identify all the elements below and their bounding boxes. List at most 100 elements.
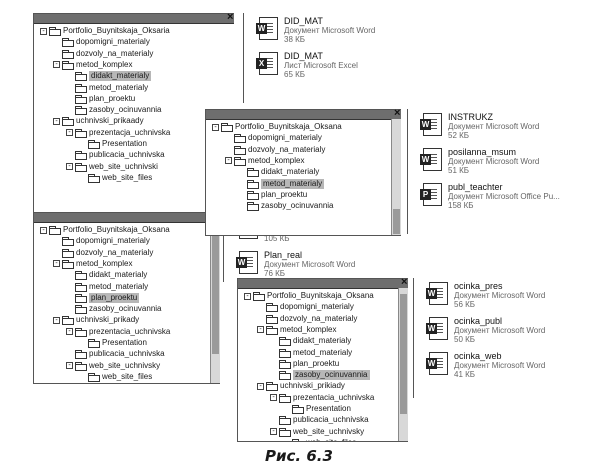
collapse-toggle-icon[interactable]: -: [270, 428, 277, 436]
tree-node[interactable]: dozvoly_na_materialy: [225, 145, 325, 155]
tree-node[interactable]: didakt_materialy: [66, 270, 147, 281]
tree-node[interactable]: -uchnivski_prikady: [53, 315, 139, 326]
tree-node[interactable]: -uchnivski_prikiady: [257, 381, 345, 392]
tree-node[interactable]: web_site_files: [283, 438, 356, 441]
folder-icon: [234, 134, 246, 144]
tree-node[interactable]: web_site_files: [79, 173, 152, 183]
vertical-scrollbar[interactable]: [210, 222, 220, 383]
collapse-toggle-icon[interactable]: -: [40, 226, 47, 234]
tree-node[interactable]: -metod_komplex: [53, 259, 132, 269]
collapse-toggle-icon[interactable]: -: [53, 260, 60, 268]
document-icon: W: [256, 17, 278, 40]
tree-spacer: [270, 360, 277, 367]
tree-node[interactable]: zasoby_ocinuvannia: [238, 201, 334, 212]
tree-node[interactable]: -metod_komplex: [53, 60, 132, 70]
tree-node[interactable]: zasoby_ocinuvannia: [66, 105, 162, 116]
collapse-toggle-icon[interactable]: -: [66, 362, 73, 370]
tree-node[interactable]: -Portfolio_Buynitskaja_Oksana: [40, 225, 170, 235]
tree-node-label: web_site_uchnivsky: [293, 426, 365, 436]
tree-node-label: Portfolio_Buynitskaja_Oksaria: [63, 26, 170, 35]
file-name: ocinka_pres: [454, 281, 503, 291]
tree-spacer: [66, 306, 73, 313]
tree-node[interactable]: publicacia_uchnivska: [66, 349, 165, 360]
collapse-toggle-icon[interactable]: -: [66, 328, 73, 336]
tree-node[interactable]: -prezentacja_uchnivska: [66, 128, 170, 138]
tree-node-label: didakt_materialy: [89, 71, 152, 82]
tree-node[interactable]: -Portfolio_Buynitskaja_Oksana: [212, 122, 342, 132]
tree-node[interactable]: metod_materialy: [270, 348, 352, 358]
file-name: INSTRUKZ: [448, 112, 493, 122]
close-icon[interactable]: ×: [394, 107, 401, 119]
tree-node[interactable]: plan_proektu: [66, 292, 140, 303]
tree-node[interactable]: - Portfolio_Buynitskaja_Oksaria: [40, 26, 170, 36]
tree-node[interactable]: didakt_materialy: [270, 336, 351, 347]
tree-node[interactable]: - web_site_uchnivsky: [270, 427, 364, 437]
tree-node[interactable]: -metod_komplex: [225, 156, 304, 166]
collapse-toggle-icon[interactable]: -: [270, 394, 277, 402]
close-icon[interactable]: ×: [227, 11, 234, 23]
tree-node[interactable]: zasoby_ocinuvannia: [270, 370, 370, 381]
collapse-toggle-icon[interactable]: -: [257, 382, 264, 390]
tree-node[interactable]: -web_site_uchnivski: [66, 162, 158, 172]
tree-node[interactable]: -metod_komplex: [257, 325, 336, 335]
tree-spacer: [79, 141, 86, 148]
tree-node[interactable]: dopomigni_materialy: [225, 133, 322, 144]
tree-node[interactable]: dozvoly_na_materialy: [257, 314, 357, 324]
tree-node[interactable]: web_site_files: [79, 372, 152, 382]
tree-node[interactable]: publicacia_uchnivska: [66, 150, 165, 161]
tree-node[interactable]: plan_proektu: [270, 359, 339, 369]
file-size: 105 КБ: [264, 234, 290, 243]
vertical-scrollbar[interactable]: [398, 288, 408, 441]
tree-node[interactable]: publicacia_uchnivska: [270, 415, 369, 426]
folder-icon: [279, 348, 291, 358]
tree-node[interactable]: dozvoly_na_materialy: [53, 49, 153, 59]
folder-icon: [62, 316, 74, 326]
tree-node[interactable]: dopomigni_materialy: [257, 302, 354, 313]
file-type: Документ Microsoft Office Pu...: [448, 192, 560, 201]
collapse-toggle-icon[interactable]: -: [53, 117, 60, 125]
tree-node[interactable]: dozvoly_na_materialy: [53, 248, 153, 258]
tree-node[interactable]: dopomigni_materialy: [53, 37, 150, 48]
tree-node[interactable]: didakt_materialy: [66, 71, 152, 82]
tree-node[interactable]: Presentation: [283, 404, 351, 414]
collapse-toggle-icon[interactable]: -: [244, 292, 251, 300]
collapse-toggle-icon[interactable]: -: [53, 61, 60, 69]
folder-icon: [266, 314, 278, 324]
tree-node-label: dozvoly_na_materialy: [280, 313, 358, 323]
collapse-toggle-icon[interactable]: -: [66, 129, 73, 137]
collapse-toggle-icon[interactable]: -: [225, 157, 232, 165]
tree-node[interactable]: -prezentacia_uchnivska: [270, 393, 374, 403]
tree-node[interactable]: -uchnivski_prikaady: [53, 116, 144, 127]
tree-node[interactable]: zasoby_ocinuvannia: [66, 304, 162, 315]
tree-node[interactable]: metod_materialy: [66, 282, 148, 292]
collapse-toggle-icon[interactable]: -: [40, 27, 47, 35]
collapse-toggle-icon[interactable]: -: [257, 326, 264, 334]
close-icon[interactable]: ×: [401, 276, 408, 288]
tree-node[interactable]: -web_site_uchnivsky: [66, 361, 160, 371]
tree-node[interactable]: metod_materialy: [66, 83, 148, 93]
tree-node[interactable]: didakt_materialy: [238, 167, 319, 178]
tree-node[interactable]: -Portfolio_Buynitskaja_Oksana: [244, 291, 374, 301]
tree-node[interactable]: dopomigni_materialy: [53, 236, 150, 247]
tree-node[interactable]: metod_materialy: [238, 178, 325, 189]
collapse-toggle-icon[interactable]: -: [212, 123, 219, 131]
tree-node[interactable]: plan_proektu: [238, 190, 307, 200]
tree-node[interactable]: Presentation: [79, 139, 147, 149]
tree-node[interactable]: -prezentacia_uchnivska: [66, 327, 170, 337]
collapse-toggle-icon[interactable]: -: [66, 163, 73, 171]
tree-node[interactable]: Presentation: [79, 338, 147, 348]
tree-node[interactable]: plan_proektu: [66, 94, 135, 104]
app-badge-icon: W: [426, 323, 437, 334]
vertical-scrollbar[interactable]: [391, 119, 401, 235]
collapse-toggle-icon[interactable]: -: [53, 316, 60, 324]
